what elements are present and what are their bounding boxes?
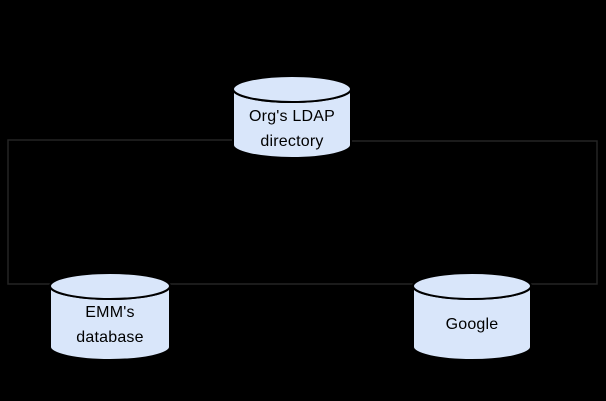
node-label-line: Google <box>445 316 499 333</box>
node-label-line: EMM's <box>85 304 135 321</box>
node-emms-database <box>49 272 171 361</box>
node-label-line: Org's LDAP <box>249 108 335 125</box>
connector-ldap-to-google <box>351 140 598 285</box>
node-label-google: Google <box>392 312 552 337</box>
node-label-emms-database: EMM's database <box>30 300 190 350</box>
node-google <box>412 272 532 361</box>
cylinder-top <box>49 272 171 300</box>
node-orgs-ldap-directory <box>232 75 352 159</box>
node-label-line: database <box>76 329 144 346</box>
node-label-orgs-ldap-directory: Org's LDAP directory <box>212 104 372 154</box>
connector-ldap-to-emm <box>7 139 233 285</box>
cylinder-top <box>232 75 352 103</box>
node-label-line: directory <box>260 133 324 150</box>
cylinder-top <box>412 272 532 300</box>
